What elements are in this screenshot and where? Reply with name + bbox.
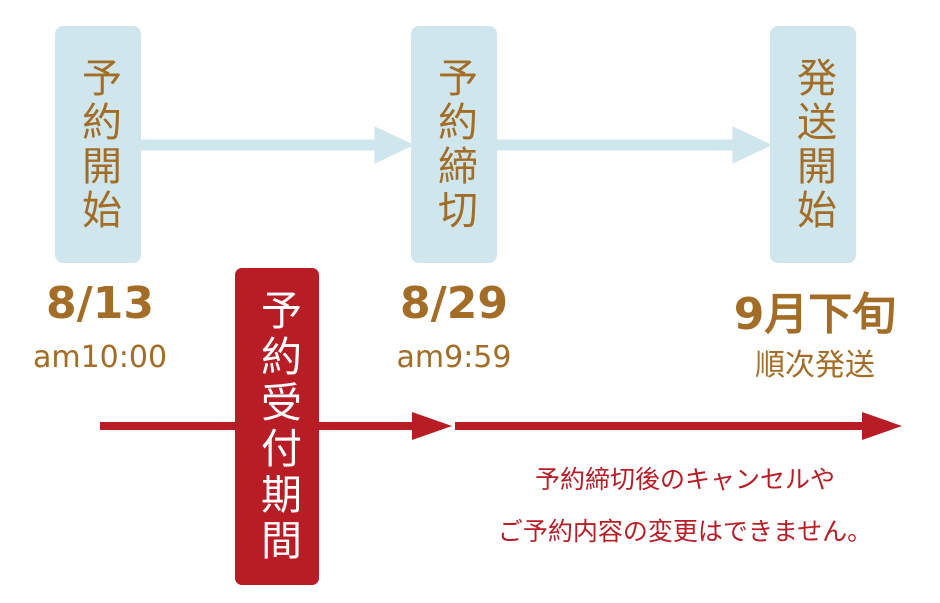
stage-box-reservation-deadline: 予約締切 — [411, 26, 497, 263]
note-line-2: ご予約内容の変更はできません。 — [497, 517, 873, 546]
stage-label-reservation-start: 予約開始 — [75, 56, 121, 233]
stage-time-reservation-deadline: am9:59 — [396, 340, 512, 375]
period-arrow-head — [412, 412, 452, 440]
reservation-period-label: 予約受付期間 — [253, 288, 302, 565]
note-line-1: 予約締切後のキャンセルや — [534, 465, 835, 494]
arrow-head-1 — [374, 126, 415, 164]
stage-date-reservation-deadline: 8/29 — [400, 278, 508, 329]
post-deadline-arrow-head — [862, 412, 902, 440]
stage-box-shipping-start: 発送開始 — [770, 26, 856, 263]
arrow-shaft-2 — [496, 139, 738, 151]
stage-label-reservation-deadline: 予約締切 — [431, 56, 477, 233]
stage-date-shipping-start: 9月下旬 — [733, 289, 897, 340]
post-deadline-arrow-shaft — [455, 422, 865, 430]
reservation-period-box: 予約受付期間 — [235, 268, 319, 585]
stage-time-reservation-start: am10:00 — [32, 340, 168, 375]
arrow-head-2 — [732, 126, 773, 164]
stage-date-reservation-start: 8/13 — [46, 278, 154, 329]
stage-time-shipping-start: 順次発送 — [755, 348, 875, 383]
arrow-shaft-1 — [140, 139, 382, 151]
stage-box-reservation-start: 予約開始 — [55, 26, 141, 263]
stage-label-shipping-start: 発送開始 — [790, 56, 836, 233]
